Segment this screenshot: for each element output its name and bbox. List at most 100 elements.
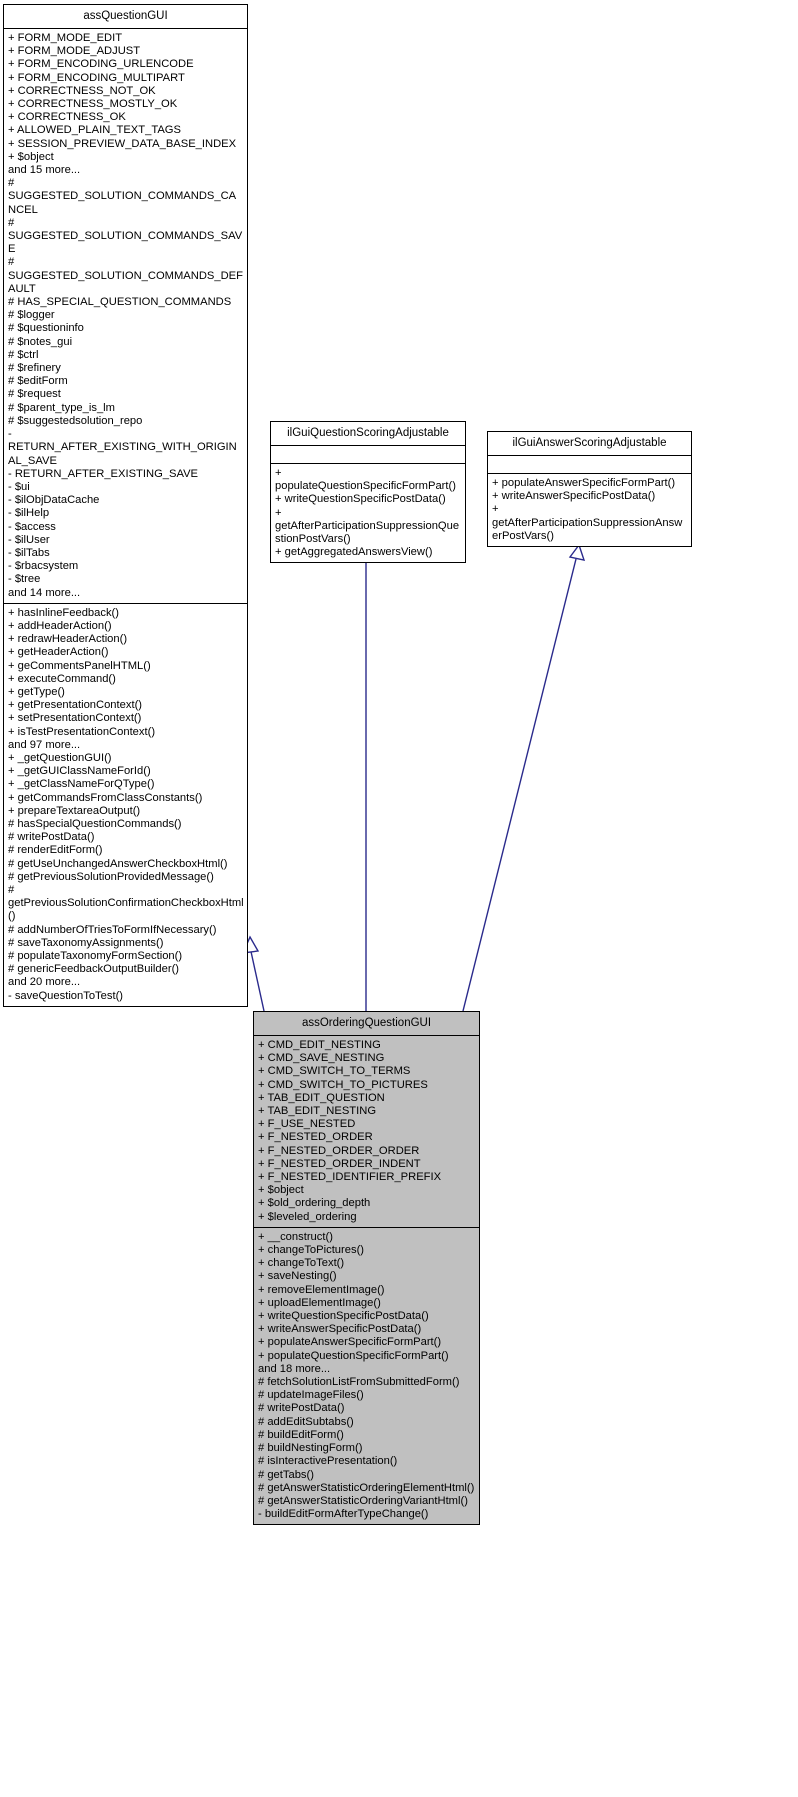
class-member: + getAfterParticipationSuppressionQuesti… xyxy=(275,506,460,546)
class-member: + hasInlineFeedback() xyxy=(8,606,120,619)
class-member: # HAS_SPECIAL_QUESTION_COMMANDS xyxy=(8,296,232,309)
class-member: # $editForm xyxy=(8,375,68,388)
class-member: + $old_ordering_depth xyxy=(258,1197,371,1210)
class-member: # getPreviousSolutionProvidedMessage() xyxy=(8,870,214,883)
class-member: + $leveled_ordering xyxy=(258,1210,357,1223)
class-member: + getCommandsFromClassConstants() xyxy=(8,791,203,804)
class-title-ilGuiQuestionScoringAdjustable: ilGuiQuestionScoringAdjustable xyxy=(271,422,465,446)
class-member: + CORRECTNESS_NOT_OK xyxy=(8,84,156,97)
class-title-ilGuiAnswerScoringAdjustable: ilGuiAnswerScoringAdjustable xyxy=(488,432,691,456)
class-member: - $ilUser xyxy=(8,533,50,546)
class-member: + uploadElementImage() xyxy=(258,1296,381,1309)
class-member: # addEditSubtabs() xyxy=(258,1415,354,1428)
class-member: + populateQuestionSpecificFormPart() xyxy=(258,1349,449,1362)
class-member: # getPreviousSolutionConfirmationCheckbo… xyxy=(8,884,244,923)
class-member: + CMD_EDIT_NESTING xyxy=(258,1039,381,1051)
class-member: - $ilHelp xyxy=(8,507,50,520)
class-member: - saveQuestionToTest() xyxy=(8,989,124,1002)
class-member: + _getQuestionGUI() xyxy=(8,751,112,764)
class-member: # getTabs() xyxy=(258,1468,314,1481)
class-member: # $questioninfo xyxy=(8,322,84,335)
edge-to-ilGuiAnswerScoringAdjustable xyxy=(462,543,586,1012)
class-member: # getAnswerStatisticOrderingVariantHtml(… xyxy=(258,1494,468,1507)
class-member: - $ilTabs xyxy=(8,546,50,559)
class-member: # $parent_type_is_lm xyxy=(8,401,115,414)
class-member: # genericFeedbackOutputBuilder() xyxy=(8,963,180,976)
class-member: + __construct() xyxy=(258,1230,333,1243)
class-member: + getAggregatedAnswersView() xyxy=(275,546,433,559)
class-member: # renderEditForm() xyxy=(8,844,103,857)
class-member: + prepareTextareaOutput() xyxy=(8,804,141,817)
class-member: + FORM_ENCODING_URLENCODE xyxy=(8,58,194,71)
class-member: # populateTaxonomyFormSection() xyxy=(8,950,183,963)
class-member: and 20 more... xyxy=(8,976,81,989)
class-member: # getUseUnchangedAnswerCheckboxHtml() xyxy=(8,857,228,870)
class-member: and 14 more... xyxy=(8,586,81,599)
class-member: + CORRECTNESS_MOSTLY_OK xyxy=(8,98,178,111)
class-member: # buildNestingForm() xyxy=(258,1442,363,1455)
class-member: - $ui xyxy=(8,480,30,493)
class-member: + redrawHeaderAction() xyxy=(8,633,128,646)
operations-section-ilGuiQuestionScoringAdjustable: + populateQuestionSpecificFormPart()+ wr… xyxy=(271,464,465,563)
class-member: - RETURN_AFTER_EXISTING_WITH_ORIGINAL_SA… xyxy=(8,428,237,467)
class-member: # SUGGESTED_SOLUTION_COMMANDS_DEFAULT xyxy=(8,256,243,295)
class-member: + writeAnswerSpecificPostData() xyxy=(258,1323,422,1336)
class-member: # addNumberOfTriesToFormIfNecessary() xyxy=(8,923,217,936)
class-member: and 18 more... xyxy=(258,1362,331,1375)
class-member: + $object xyxy=(258,1184,304,1197)
class-member: + saveNesting() xyxy=(258,1270,337,1283)
operations-section-ilGuiAnswerScoringAdjustable: + populateAnswerSpecificFormPart()+ writ… xyxy=(488,474,691,547)
class-member: + $object xyxy=(8,150,54,163)
class-member: + FORM_MODE_ADJUST xyxy=(8,45,141,58)
attributes-section-ilGuiAnswerScoringAdjustable xyxy=(488,456,691,474)
edge-to-ilGuiQuestionScoringAdjustable xyxy=(357,533,375,1011)
attributes-section-assOrderingQuestionGUI: + CMD_EDIT_NESTING+ CMD_SAVE_NESTING+ CM… xyxy=(254,1036,479,1228)
class-member: # getAnswerStatisticOrderingElementHtml(… xyxy=(258,1481,475,1494)
class-member: + writeQuestionSpecificPostData() xyxy=(258,1310,429,1323)
class-member: + populateQuestionSpecificFormPart() xyxy=(275,467,456,493)
class-member: + getType() xyxy=(8,685,65,698)
class-member: - $rbacsystem xyxy=(8,560,79,573)
class-member: - $tree xyxy=(8,573,41,586)
class-member: + changeToPictures() xyxy=(258,1244,365,1257)
class-member: and 15 more... xyxy=(8,164,81,177)
operations-section-assOrderingQuestionGUI: + __construct()+ changeToPictures()+ cha… xyxy=(254,1227,479,1525)
class-box-ilGuiAnswerScoringAdjustable[interactable]: ilGuiAnswerScoringAdjustable + populateA… xyxy=(487,431,692,548)
class-member: + CMD_SWITCH_TO_TERMS xyxy=(258,1065,411,1078)
class-member: and 97 more... xyxy=(8,738,81,751)
class-box-assOrderingQuestionGUI[interactable]: assOrderingQuestionGUI + CMD_EDIT_NESTIN… xyxy=(253,1011,480,1526)
class-member: + FORM_ENCODING_MULTIPART xyxy=(8,71,185,84)
class-member: + SESSION_PREVIEW_DATA_BASE_INDEX xyxy=(8,137,237,150)
operations-section-assQuestionGUI: + hasInlineFeedback()+ addHeaderAction()… xyxy=(4,603,247,1006)
class-member: + geCommentsPanelHTML() xyxy=(8,659,151,672)
class-member: # writePostData() xyxy=(258,1402,345,1415)
class-member: # hasSpecialQuestionCommands() xyxy=(8,817,182,830)
class-member: + removeElementImage() xyxy=(258,1283,385,1296)
class-member: + writeQuestionSpecificPostData() xyxy=(275,493,446,506)
class-member: + CMD_SAVE_NESTING xyxy=(258,1052,385,1065)
class-title-assOrderingQuestionGUI: assOrderingQuestionGUI xyxy=(254,1012,479,1036)
class-member: + F_USE_NESTED xyxy=(258,1118,356,1131)
class-member: + _getClassNameForQType() xyxy=(8,778,155,791)
class-box-ilGuiQuestionScoringAdjustable[interactable]: ilGuiQuestionScoringAdjustable + populat… xyxy=(270,421,466,564)
class-member: + getPresentationContext() xyxy=(8,699,143,712)
class-member: - $access xyxy=(8,520,56,533)
class-member: + ALLOWED_PLAIN_TEXT_TAGS xyxy=(8,124,181,137)
class-member: + F_NESTED_ORDER xyxy=(258,1131,373,1144)
class-member: # saveTaxonomyAssignments() xyxy=(8,936,164,949)
class-member: + populateAnswerSpecificFormPart() xyxy=(492,477,676,489)
class-member: + writeAnswerSpecificPostData() xyxy=(492,490,656,503)
class-member: + CMD_SWITCH_TO_PICTURES xyxy=(258,1078,428,1091)
class-member: # updateImageFiles() xyxy=(258,1389,364,1402)
class-member: # SUGGESTED_SOLUTION_COMMANDS_CANCEL xyxy=(8,177,237,216)
class-member: + changeToText() xyxy=(258,1257,345,1270)
class-box-assQuestionGUI[interactable]: assQuestionGUI + FORM_MODE_EDIT+ FORM_MO… xyxy=(3,4,248,1007)
class-member: # $notes_gui xyxy=(8,335,73,348)
attributes-section-assQuestionGUI: + FORM_MODE_EDIT+ FORM_MODE_ADJUST+ FORM… xyxy=(4,29,247,604)
class-member: # $logger xyxy=(8,309,55,322)
class-member: + CORRECTNESS_OK xyxy=(8,111,126,124)
class-member: # buildEditForm() xyxy=(258,1428,344,1441)
class-member: + getHeaderAction() xyxy=(8,646,109,659)
attributes-section-ilGuiQuestionScoringAdjustable xyxy=(271,446,465,464)
class-member: # $suggestedsolution_repo xyxy=(8,414,143,427)
